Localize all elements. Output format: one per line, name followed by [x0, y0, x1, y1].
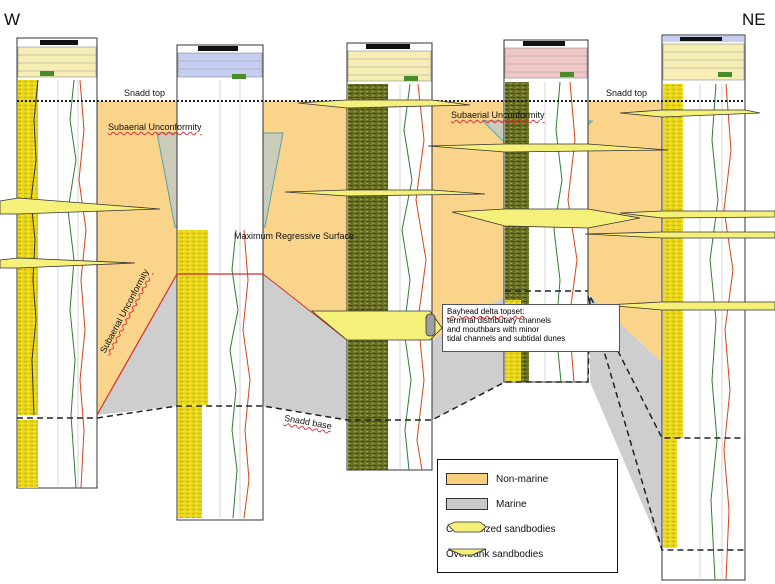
marine-swatch — [446, 498, 488, 510]
well-3 — [346, 42, 433, 471]
channelized-sandbody-swatch — [447, 521, 487, 533]
channel-sand-5a — [619, 109, 761, 118]
non-marine-swatch — [446, 473, 488, 485]
channel-sand-5d — [604, 301, 775, 311]
west-direction-label: W — [4, 10, 21, 29]
channel-sand-5c — [584, 231, 775, 239]
channel-sand-4a — [427, 143, 669, 153]
legend-item-marine: Marine — [446, 495, 527, 513]
legend-item-channelized: Channelized sandbodies — [446, 520, 556, 538]
snadd-base-lower-line — [587, 295, 745, 551]
subaerial-unconformity-label: Subaerial Unconformity — [108, 122, 202, 132]
callout-line-3: tidal channels and subtidal dunes — [447, 334, 566, 343]
legend-item-overbank: Overbank sandbodies — [446, 545, 543, 563]
overbank-sandbody-swatch — [447, 548, 487, 556]
legend-overbank-label: Overbank sandbodies — [446, 548, 544, 560]
legend-marine-label: Marine — [496, 498, 527, 510]
channel-sand-w1 — [0, 197, 161, 215]
channel-sand-3a — [297, 99, 471, 109]
legend-non-marine-label: Non-marine — [496, 473, 549, 485]
bayhead-delta-callout: Bayhead delta topset: terminal distribut… — [442, 304, 620, 352]
legend-item-non-marine: Non-marine — [446, 470, 548, 488]
callout-title: Bayhead delta topset: — [447, 307, 525, 316]
east-direction-label: NE — [742, 10, 766, 29]
subaerial-unconformity-lower-line — [96, 273, 178, 416]
legend-channelized-label: Channelized sandbodies — [446, 523, 556, 535]
unconformity-line-2 — [262, 273, 348, 341]
channel-sand-3b — [284, 189, 486, 197]
legend: Non-marine Marine Channelized sandbodies… — [437, 459, 618, 573]
channel-sand-5b — [619, 210, 775, 219]
callout-line-2: and mouthbars with minor — [447, 325, 540, 334]
snadd-top-label: Snadd top — [124, 88, 166, 98]
channel-sand-w1b — [0, 257, 136, 269]
core-symbol — [425, 313, 436, 337]
callout-line-1: terminal distributary channels — [447, 316, 552, 325]
subaerial-unconformity-right-label: Subaerial Unconformity — [451, 110, 545, 120]
snadd-top-right-label: Snadd top — [606, 88, 648, 98]
well-2 — [176, 44, 264, 521]
max-regressive-surface-label: Maximum Regressive Surface — [234, 231, 355, 241]
channel-sand-4b — [451, 208, 641, 229]
